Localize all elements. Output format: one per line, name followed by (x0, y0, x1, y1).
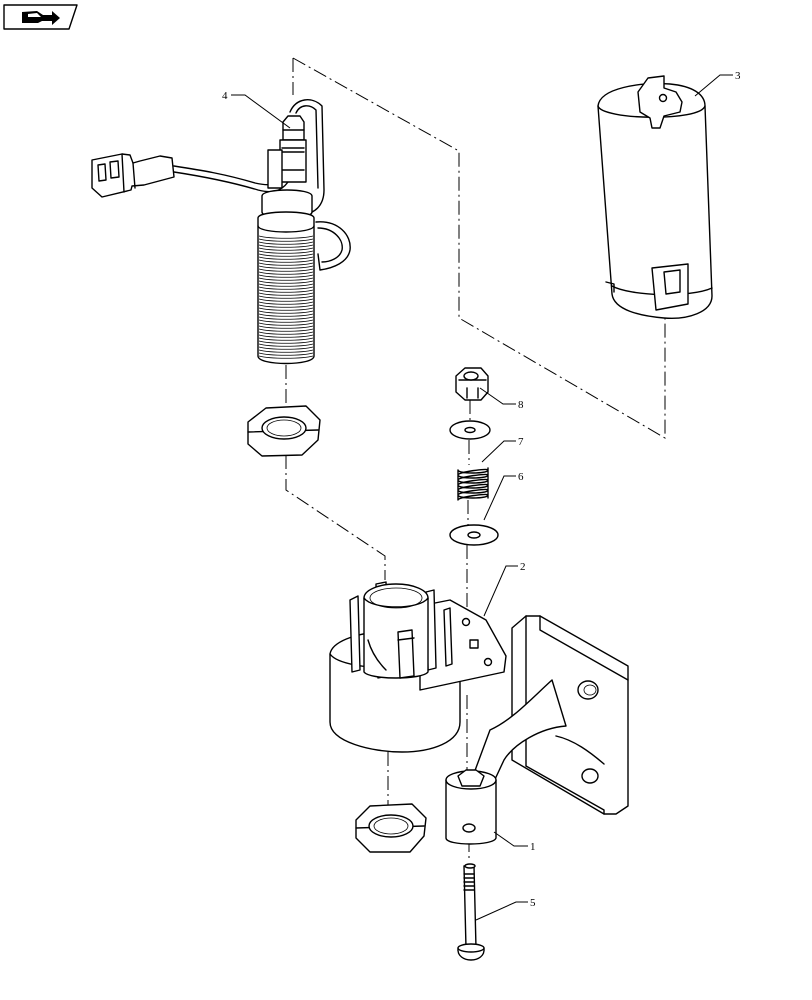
assembly-centerlines (285, 57, 666, 862)
upper-hex-jam-nut (247, 405, 321, 457)
callout-2: 2 (520, 561, 526, 573)
part-2-sensor-holder (329, 581, 507, 753)
callout-leaders (231, 74, 733, 921)
callout-8: 8 (518, 399, 524, 411)
book-arrow-icon (22, 11, 60, 25)
part-8-lock-nut (455, 367, 489, 401)
callout-3: 3 (735, 70, 741, 82)
part-4-proximity-sensor (91, 99, 351, 365)
nav-book-arrow-button[interactable] (3, 4, 78, 30)
callout-1: 1 (530, 841, 536, 853)
callout-4: 4 (222, 90, 228, 102)
lower-hex-jam-nut (355, 803, 427, 853)
part-3-sensor-cover (597, 75, 713, 319)
upper-washer (449, 420, 491, 440)
callout-6: 6 (518, 471, 524, 483)
callout-7: 7 (518, 436, 524, 448)
callout-labels: 1 2 3 4 5 6 7 8 (222, 70, 741, 909)
callout-5: 5 (530, 897, 536, 909)
part-6-washer (449, 524, 499, 546)
part-1-mounting-bracket (445, 615, 629, 845)
part-7-spring (457, 467, 489, 501)
part-5-bolt (457, 863, 485, 961)
